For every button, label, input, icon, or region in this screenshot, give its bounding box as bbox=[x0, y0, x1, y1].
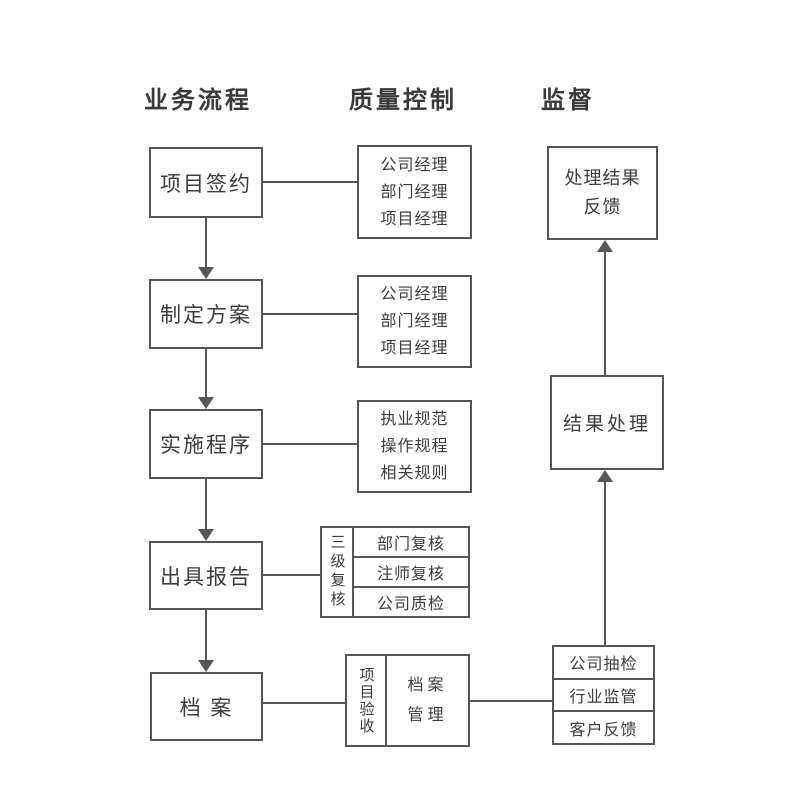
supervision-line-2 bbox=[604, 481, 606, 645]
supervision-box-checks: 公司抽检 行业监管 客户反馈 bbox=[552, 645, 655, 745]
check-row-customer: 客户反馈 bbox=[554, 710, 653, 743]
process-box-sign-contract: 项目签约 bbox=[149, 147, 263, 218]
process-box-implement-procedure: 实施程序 bbox=[149, 409, 263, 479]
flow-line-2 bbox=[205, 349, 207, 398]
connector-archive-to-management bbox=[263, 702, 345, 704]
process-box-issue-report: 出具报告 bbox=[149, 541, 263, 610]
arrow-down-icon bbox=[198, 660, 214, 672]
quality-line: 公司经理 bbox=[380, 156, 449, 174]
supervision-box-feedback: 处理结果 反馈 bbox=[547, 146, 658, 240]
quality-line: 项目经理 bbox=[380, 340, 449, 357]
arrow-down-icon bbox=[198, 397, 214, 409]
quality-line: 相关规则 bbox=[380, 465, 449, 482]
column-header-quality: 质量控制 bbox=[349, 87, 457, 114]
check-row-company-spot: 公司抽检 bbox=[569, 656, 638, 674]
archive-line: 管理 bbox=[407, 706, 448, 724]
arrow-up-icon bbox=[597, 240, 613, 252]
quality-box-three-level-review: 三级复核 部门复核 注师复核 公司质检 bbox=[320, 526, 470, 618]
supervision-line-1 bbox=[604, 251, 606, 375]
review-row-cpa: 注师复核 bbox=[354, 556, 468, 586]
connector-implement-to-rules bbox=[263, 443, 357, 445]
column-header-supervision: 监督 bbox=[541, 87, 595, 114]
connector-report-to-review bbox=[263, 574, 320, 576]
quality-box-archive-management: 项目验收 档案 管理 bbox=[345, 654, 470, 747]
supervision-box-result-handling: 结果处理 bbox=[550, 375, 664, 470]
check-row-industry: 行业监管 bbox=[554, 677, 653, 711]
review-side-label: 三级复核 bbox=[322, 528, 354, 616]
quality-line: 项目经理 bbox=[380, 210, 449, 228]
quality-line: 部门经理 bbox=[380, 183, 449, 201]
arrow-up-icon bbox=[597, 470, 613, 482]
column-header-process: 业务流程 bbox=[144, 87, 252, 114]
flow-line-4 bbox=[205, 610, 207, 661]
feedback-line: 处理结果 bbox=[564, 168, 641, 188]
quality-box-managers-1: 公司经理 部门经理 项目经理 bbox=[357, 145, 472, 239]
acceptance-side-label: 项目验收 bbox=[347, 656, 387, 745]
process-box-archive: 档 案 bbox=[150, 672, 263, 741]
arrow-down-icon bbox=[198, 529, 214, 541]
feedback-line: 反馈 bbox=[583, 197, 622, 217]
quality-line: 公司经理 bbox=[380, 286, 449, 303]
review-rows: 部门复核 注师复核 公司质检 bbox=[354, 528, 468, 616]
connector-management-to-checks bbox=[470, 700, 552, 702]
quality-box-managers-2: 公司经理 部门经理 项目经理 bbox=[357, 275, 472, 368]
checks-rows: 公司抽检 行业监管 客户反馈 bbox=[554, 647, 653, 743]
connector-plan-to-managers bbox=[263, 313, 357, 315]
quality-box-rules: 执业规范 操作规程 相关规则 bbox=[357, 400, 472, 493]
review-row-dept: 部门复核 bbox=[376, 536, 445, 553]
flow-line-1 bbox=[205, 218, 207, 268]
archive-line: 档案 bbox=[407, 676, 448, 694]
flow-line-3 bbox=[205, 479, 207, 530]
connector-sign-to-managers bbox=[263, 181, 357, 183]
quality-line: 部门经理 bbox=[380, 313, 449, 330]
quality-line: 执业规范 bbox=[380, 411, 449, 428]
quality-line: 操作规程 bbox=[380, 438, 449, 455]
archive-management-cell: 档案 管理 bbox=[387, 656, 468, 745]
arrow-down-icon bbox=[198, 267, 214, 279]
process-box-make-plan: 制定方案 bbox=[149, 279, 263, 349]
review-row-company: 公司质检 bbox=[354, 586, 468, 616]
